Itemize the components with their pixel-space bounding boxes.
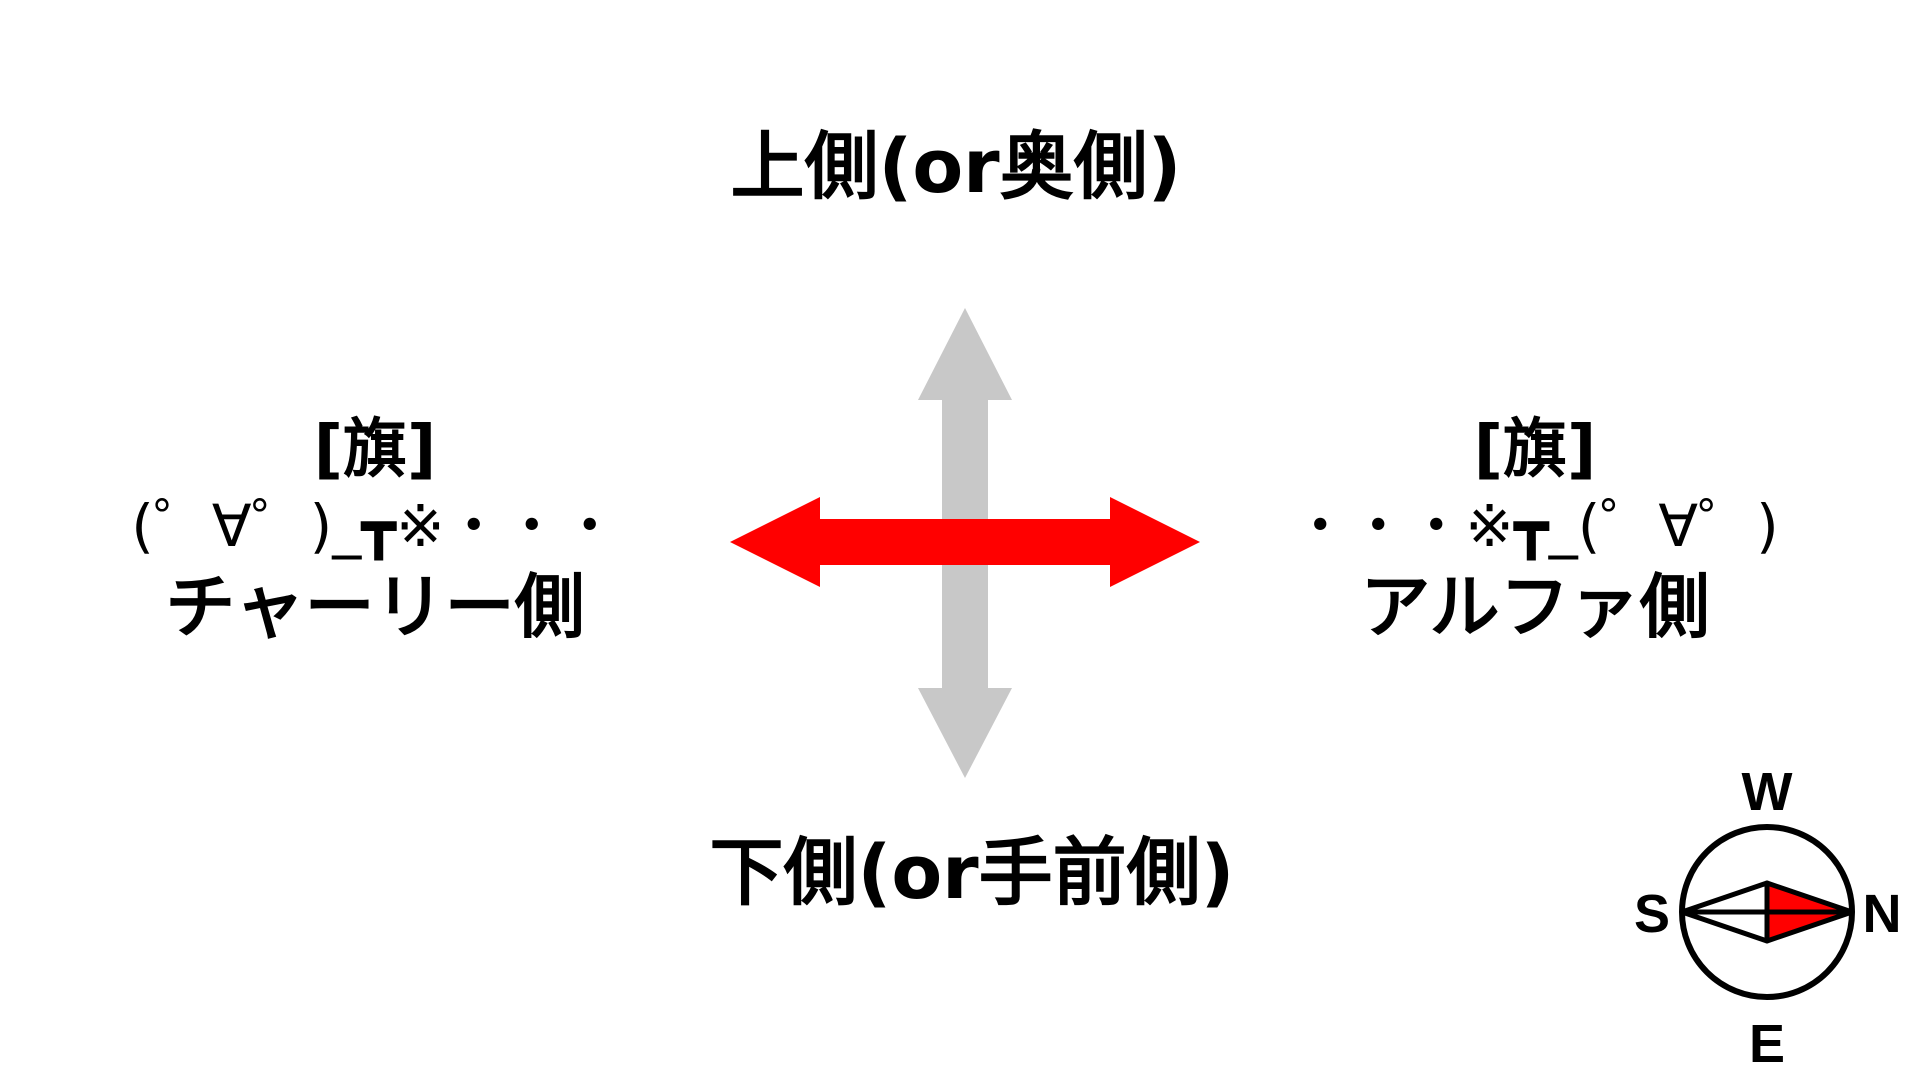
- compass-icon: W E S N: [1634, 762, 1902, 1070]
- bottom-side-label: 下側(or手前側): [709, 830, 1235, 916]
- charlie-side-label: チャーリー側: [165, 566, 585, 648]
- charlie-emoticon: (゜∀゜)_┳※・・・: [131, 492, 619, 560]
- compass-north-label: N: [1863, 884, 1902, 944]
- charlie-flag-label: [旗]: [313, 413, 437, 487]
- compass-east-label: E: [1749, 1014, 1785, 1070]
- alpha-emoticon: ・・・※┳_(゜∀゜): [1291, 492, 1779, 560]
- compass-south-label: S: [1634, 884, 1670, 944]
- alpha-side-block: [旗] ・・・※┳_(゜∀゜) アルファ側: [1255, 412, 1815, 650]
- alpha-side-label: アルファ側: [1360, 566, 1710, 648]
- alpha-flag-label: [旗]: [1473, 413, 1597, 487]
- top-side-label: 上側(or奥側): [730, 124, 1182, 210]
- compass-west-label: W: [1742, 762, 1793, 822]
- horizontal-arrow: [730, 497, 1200, 587]
- charlie-side-block: [旗] (゜∀゜)_┳※・・・ チャーリー側: [95, 412, 655, 650]
